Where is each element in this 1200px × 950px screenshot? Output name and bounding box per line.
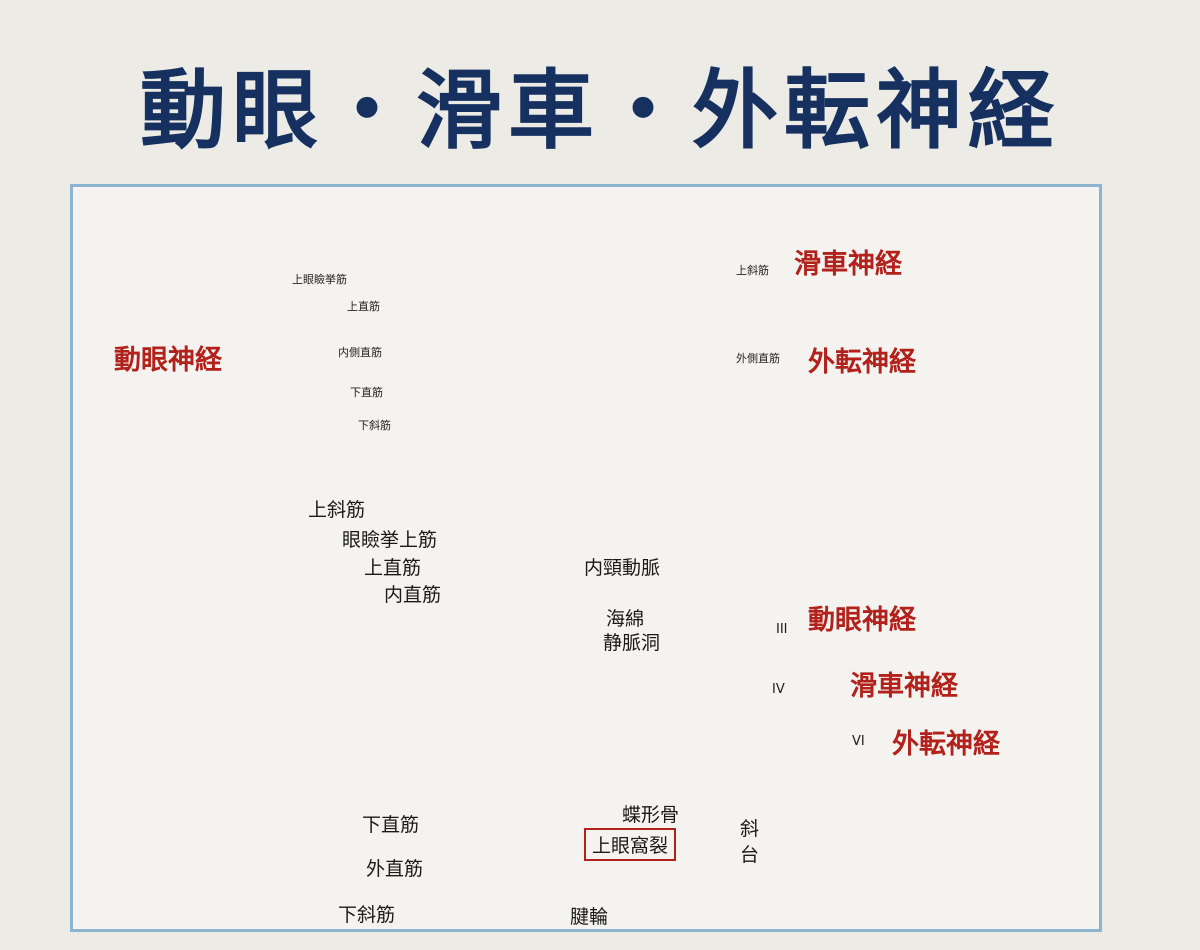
label-inf-rectus-top: 下直筋 [350,386,383,399]
label-clivus-2: 台 [740,844,760,866]
label-lat-rectus: 外直筋 [366,858,424,880]
label-levator: 眼瞼挙上筋 [342,529,438,551]
label-trochlear-nerve-top: 滑車神経 [794,249,902,280]
label-sup-rectus-top: 上直筋 [347,300,380,313]
label-levator-top: 上眼瞼挙筋 [292,273,347,286]
label-med-rectus: 内直筋 [384,584,442,606]
label-trochlear-nerve: 滑車神経 [850,671,958,702]
label-cavernous-sinus-2: 静脈洞 [603,632,661,654]
label-med-rectus-top: 内側直筋 [338,346,382,359]
page-title: 動眼・滑車・外転神経 [140,61,1060,161]
label-inf-oblique: 下斜筋 [338,904,396,926]
diagram-panel [70,184,1102,932]
label-oculomotor-nerve: 動眼神経 [808,605,916,636]
label-abducens-nerve-top: 外転神経 [808,347,916,378]
label-internal-carotid: 内頸動脈 [584,557,661,579]
label-annulus: 腱輪 [570,906,609,928]
label-sup-oblique: 上斜筋 [308,499,366,521]
label-abducens-nerve: 外転神経 [892,729,1000,760]
label-lat-rectus-top: 外側直筋 [736,352,780,365]
label-sup-oblique-top: 上斜筋 [736,264,769,277]
label-oculomotor-nerve-top: 動眼神経 [114,345,222,376]
label-sup-rectus: 上直筋 [364,557,422,579]
label-roman-vi: VI [852,734,865,749]
label-roman-iii: III [776,622,788,637]
label-superior-orbital-fissure: 上眼窩裂 [584,828,677,861]
label-roman-iv: IV [772,682,785,697]
label-clivus-1: 斜 [740,818,760,840]
label-cavernous-sinus-1: 海綿 [606,608,645,630]
label-sphenoid: 蝶形骨 [622,804,680,826]
label-inf-rectus: 下直筋 [362,814,420,836]
label-inf-oblique-top: 下斜筋 [358,419,391,432]
